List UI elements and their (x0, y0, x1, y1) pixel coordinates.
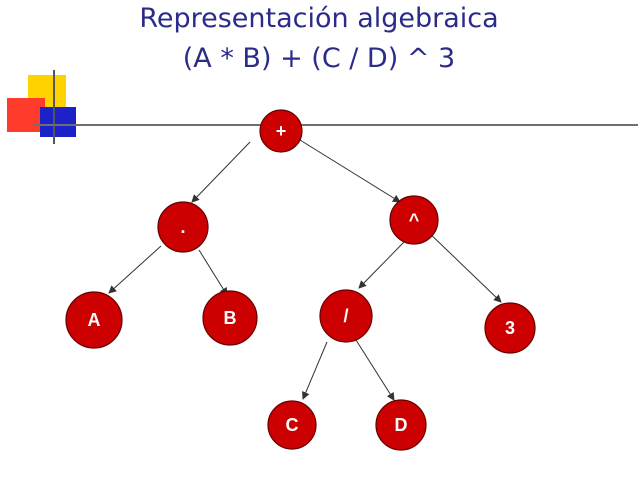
tree-node-d: D (375, 399, 427, 451)
edge-div-to-c (302, 341, 328, 400)
node-circle-mult (157, 201, 209, 253)
tree-node-a: A (65, 291, 123, 349)
tree-node-three: 3 (484, 302, 536, 354)
tree-node-c: C (267, 400, 317, 450)
node-circle-c (267, 400, 317, 450)
decor-red-square (7, 98, 45, 132)
edge-mult-to-a (108, 245, 162, 294)
edge-plus-to-mult (191, 141, 251, 203)
decor-vertical-line (53, 70, 55, 144)
node-circle-a (65, 291, 123, 349)
tree-node-mult: . (157, 201, 209, 253)
edge-div-to-d (355, 339, 395, 401)
node-label-a: A (88, 310, 101, 330)
node-label-three: 3 (505, 318, 515, 338)
node-label-plus: + (276, 121, 287, 141)
node-label-b: B (224, 308, 237, 328)
edge-pow-to-three (423, 227, 502, 303)
tree-node-pow: ^ (389, 195, 439, 245)
node-circle-d (375, 399, 427, 451)
node-label-d: D (395, 415, 408, 435)
tree-node-b: B (202, 290, 258, 346)
expression-subtitle: (A * B) + (C / D) ^ 3 (182, 43, 456, 74)
node-label-div: / (343, 306, 348, 326)
edge-mult-to-b (198, 249, 228, 296)
edge-plus-to-pow (299, 139, 401, 203)
tree-node-plus: + (259, 109, 303, 153)
node-label-mult: . (180, 217, 185, 237)
node-circle-plus (259, 109, 303, 153)
tree-node-div: / (319, 289, 373, 343)
page-title: Representación algebraica (139, 3, 499, 34)
node-circle-three (484, 302, 536, 354)
node-circle-pow (389, 195, 439, 245)
node-label-pow: ^ (409, 210, 420, 230)
node-circle-b (202, 290, 258, 346)
edge-pow-to-div (358, 239, 407, 289)
title-divider-line (34, 124, 638, 126)
node-circle-div (319, 289, 373, 343)
decor-blue-square (40, 107, 76, 137)
node-label-c: C (286, 415, 299, 435)
